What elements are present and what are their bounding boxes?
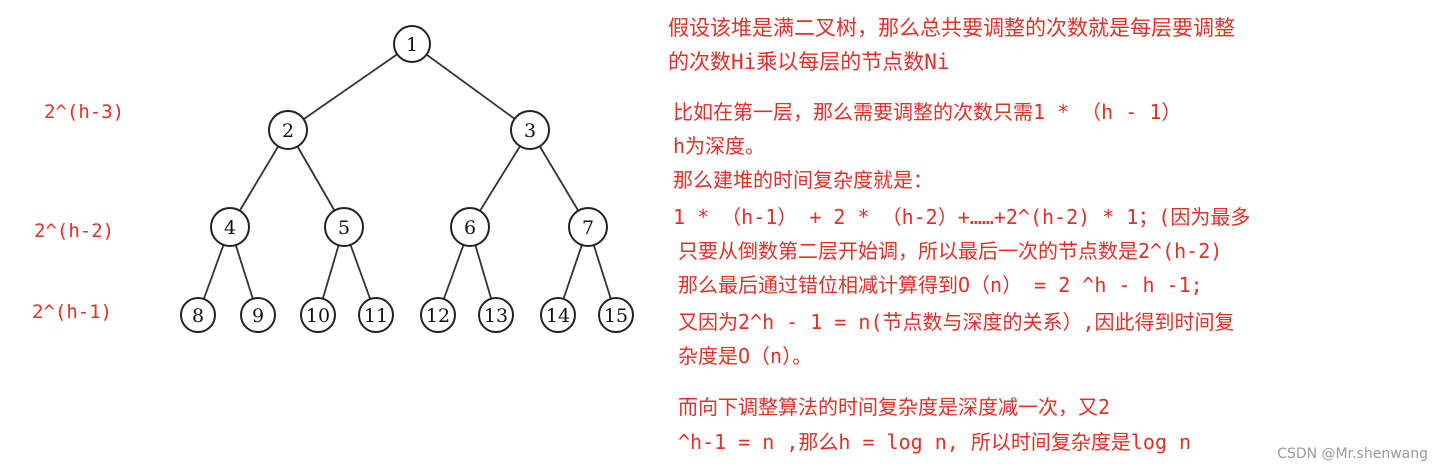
explain-line-7: 又因为2^h - 1 = n(节点数与深度的关系）,因此得到时间复 bbox=[678, 310, 1235, 334]
tree-node-label: 3 bbox=[524, 120, 536, 142]
tree-node-circle bbox=[210, 207, 250, 247]
tree-node-circle bbox=[358, 297, 394, 333]
explain-line-2: h为深度。 bbox=[673, 134, 766, 158]
tree-node-2: 2 bbox=[268, 110, 308, 150]
tree-node-14: 14 bbox=[540, 297, 576, 333]
tree-node-6: 6 bbox=[450, 207, 490, 247]
level-label-3: 2^(h-1) bbox=[32, 301, 113, 323]
watermark: CSDN @Mr.shenwang bbox=[1277, 446, 1428, 462]
tree-node-4: 4 bbox=[210, 207, 250, 247]
tree-node-circle bbox=[393, 25, 431, 63]
tree-node-circle bbox=[568, 207, 608, 247]
tree-node-label: 11 bbox=[364, 305, 388, 327]
tree-node-12: 12 bbox=[420, 297, 456, 333]
down-adjust-line-1: 而向下调整算法的时间复杂度是深度减一次，又2 bbox=[678, 395, 1111, 419]
explain-line-1: 比如在第一层，那么需要调整的次数只需1 * （h - 1） bbox=[673, 100, 1182, 124]
explain-line-5: 只要从倒数第二层开始调，所以最后一次的节点数是2^(h-2) bbox=[678, 239, 1223, 263]
tree-node-11: 11 bbox=[358, 297, 394, 333]
tree-node-label: 12 bbox=[426, 305, 450, 327]
tree-node-label: 10 bbox=[306, 305, 330, 327]
tree-node-label: 14 bbox=[546, 305, 570, 327]
tree-node-label: 4 bbox=[224, 217, 236, 239]
tree-node-circle bbox=[420, 297, 456, 333]
tree-edge bbox=[411, 43, 531, 131]
tree-node-7: 7 bbox=[568, 207, 608, 247]
tree-edge bbox=[287, 43, 413, 131]
tree-node-circle bbox=[300, 297, 336, 333]
down-adjust-line-2: ^h-1 = n ,那么h = log n, 所以时间复杂度是log n bbox=[678, 430, 1192, 454]
level-label-2: 2^(h-2) bbox=[34, 220, 115, 242]
tree-node-3: 3 bbox=[510, 110, 550, 150]
tree-node-label: 15 bbox=[604, 305, 628, 327]
explain-line-4: 1 * （h-1） + 2 * （h-2）+……+2^(h-2) * 1；(因为… bbox=[673, 205, 1251, 229]
tree-node-10: 10 bbox=[300, 297, 336, 333]
tree-node-label: 7 bbox=[582, 217, 594, 239]
tree-node-circle bbox=[478, 297, 514, 333]
tree-node-circle bbox=[510, 110, 550, 150]
tree-node-9: 9 bbox=[240, 297, 276, 333]
tree-node-label: 6 bbox=[464, 217, 476, 239]
tree-node-label: 13 bbox=[484, 305, 508, 327]
tree-node-label: 1 bbox=[406, 34, 418, 56]
level-label-1: 2^(h-3) bbox=[44, 101, 125, 123]
tree-node-label: 8 bbox=[192, 305, 204, 327]
tree-node-8: 8 bbox=[180, 297, 216, 333]
tree-node-label: 5 bbox=[338, 217, 350, 239]
tree-node-circle bbox=[450, 207, 490, 247]
tree-node-circle bbox=[598, 297, 634, 333]
explain-line-6: 那么最后通过错位相减计算得到O（n） = 2 ^h - h -1; bbox=[678, 273, 1203, 297]
tree-node-label: 2 bbox=[282, 120, 294, 142]
tree-node-circle bbox=[240, 297, 276, 333]
intro-line-1: 假设该堆是满二叉树，那么总共要调整的次数就是每层要调整 bbox=[668, 16, 1235, 40]
explain-line-3: 那么建堆的时间复杂度就是： bbox=[673, 168, 933, 192]
tree-node-circle bbox=[268, 110, 308, 150]
tree-node-circle bbox=[540, 297, 576, 333]
tree-node-circle bbox=[180, 297, 216, 333]
tree-node-1: 1 bbox=[393, 25, 431, 63]
tree-node-5: 5 bbox=[324, 207, 364, 247]
explain-line-8: 杂度是O（n）。 bbox=[678, 344, 813, 368]
tree-node-13: 13 bbox=[478, 297, 514, 333]
tree-node-label: 9 bbox=[252, 305, 264, 327]
tree-node-15: 15 bbox=[598, 297, 634, 333]
tree-node-circle bbox=[324, 207, 364, 247]
intro-line-2: 的次数Hi乘以每层的节点数Ni bbox=[668, 50, 950, 74]
